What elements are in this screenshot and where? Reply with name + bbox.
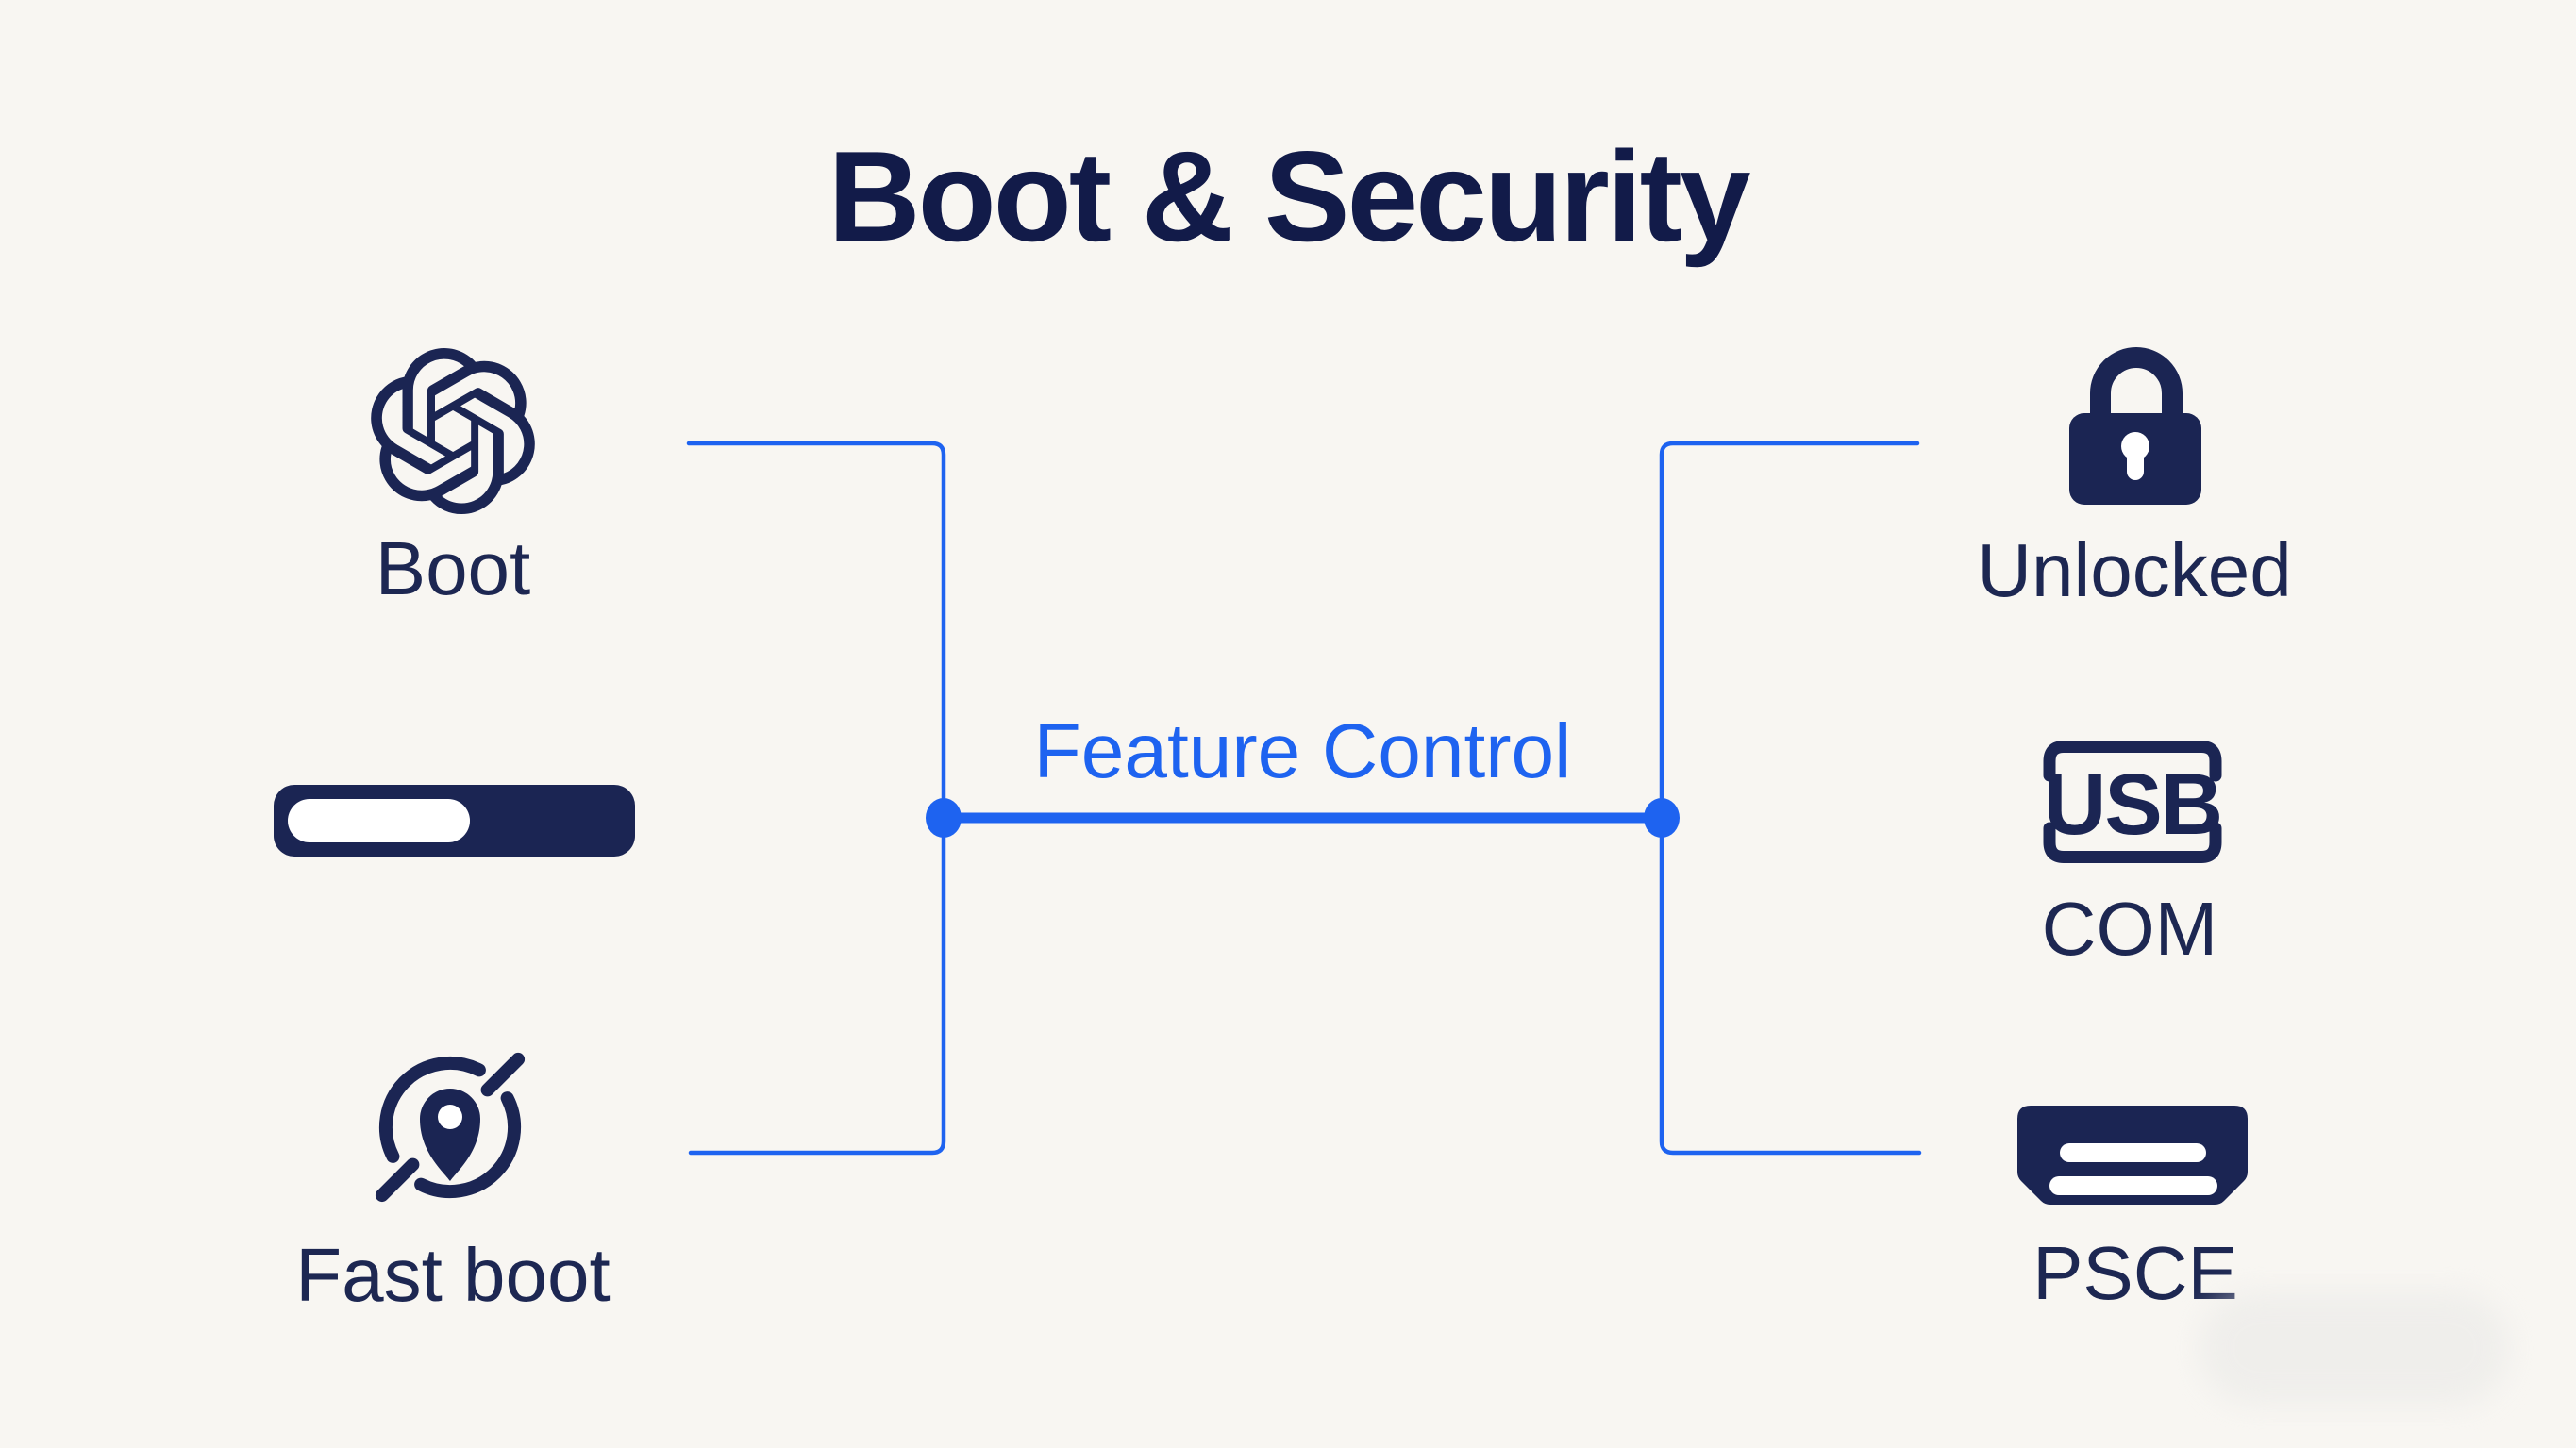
left-bracket-line (686, 441, 946, 1156)
right-node-dot (1644, 798, 1680, 838)
unlocked-label: Unlocked (1977, 528, 2292, 612)
hdmi-port-icon (2010, 1099, 2255, 1212)
usb-frame-icon: USB (2038, 736, 2227, 868)
right-bracket-line (1659, 441, 1922, 1156)
psce-label: PSCE (2032, 1231, 2238, 1315)
boot-label: Boot (375, 526, 531, 610)
fast-boot-location-icon (371, 1050, 531, 1210)
progress-bar-icon (274, 785, 635, 857)
com-label: COM (2041, 887, 2218, 971)
feature-control-label: Feature Control (1033, 708, 1572, 794)
boot-knot-icon (370, 345, 536, 517)
usb-icon-text: USB (2044, 757, 2221, 853)
background-smudge (2199, 1290, 2510, 1406)
left-node-dot (926, 798, 962, 838)
progress-bar-track (288, 799, 470, 842)
padlock-icon (2062, 340, 2209, 509)
fast-boot-label: Fast boot (295, 1233, 611, 1317)
page-title: Boot & Security (828, 125, 1750, 268)
